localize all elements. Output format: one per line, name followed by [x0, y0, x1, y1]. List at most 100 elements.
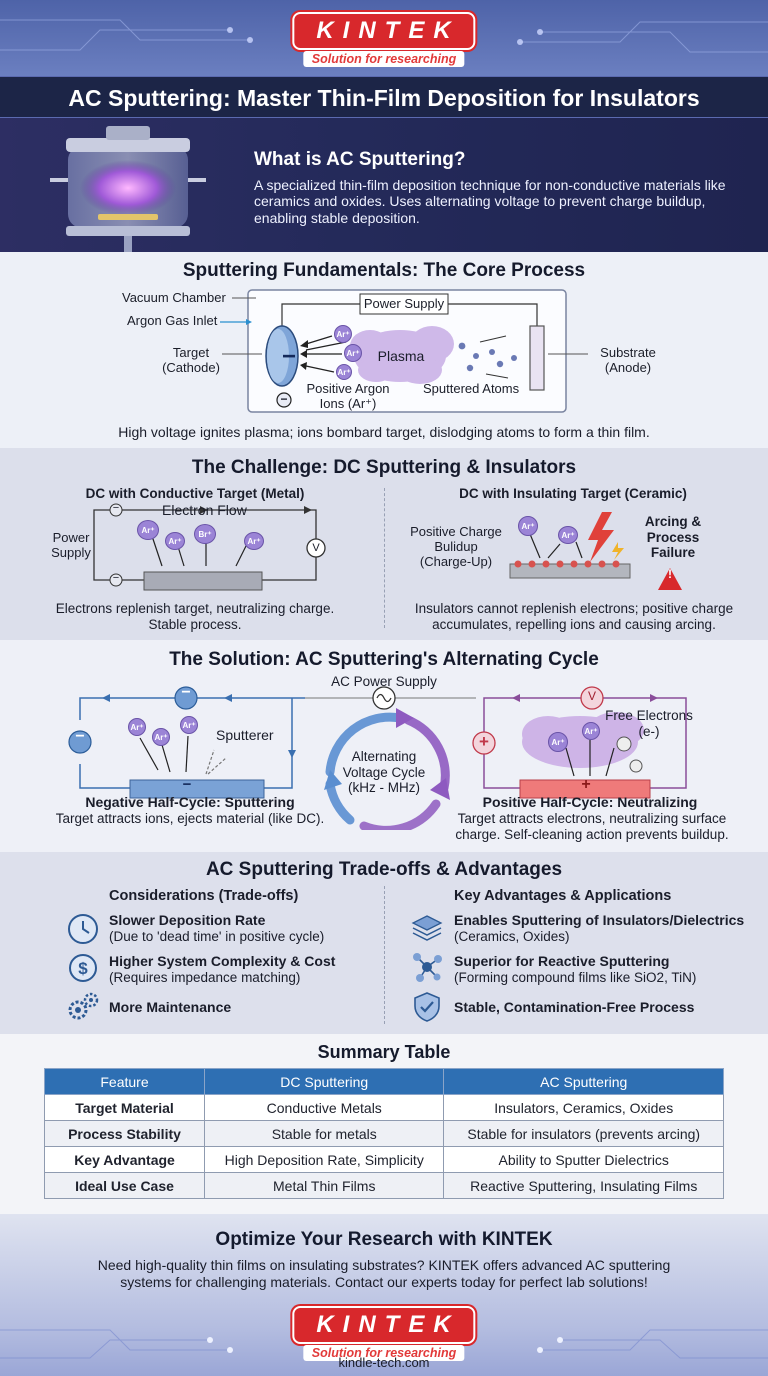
shield-check-icon — [414, 992, 440, 1022]
table-cell: Ability to Sputter Dielectrics — [443, 1146, 724, 1173]
label-plasma: Plasma — [377, 348, 425, 364]
table-cell: Stable for insulators (prevents arcing) — [443, 1120, 724, 1147]
minus-terminal: − — [112, 572, 120, 584]
arcing-label: Arcing & Process Failure — [644, 514, 702, 561]
summary-table: Feature DC Sputtering AC Sputtering Targ… — [44, 1068, 724, 1199]
circuit-pattern-icon — [0, 19, 768, 53]
solution-right-caption: Target attracts electrons, neutralizing … — [455, 811, 729, 842]
ion-circle: Ar⁺ — [548, 732, 568, 752]
solution-left-heading: Negative Half-Cycle: Sputtering — [85, 794, 295, 810]
table-cell: Conductive Metals — [203, 1094, 445, 1121]
dollar-icon: $ — [69, 954, 97, 982]
ion-circle: Br⁺ — [194, 524, 216, 544]
con-sub: (Requires impedance matching) — [109, 970, 301, 985]
target-minus-sign: − — [281, 343, 296, 370]
voltmeter-icon: V — [312, 542, 320, 554]
ion-circle: Ar⁺ — [137, 520, 159, 540]
table-cell: Stable for metals — [203, 1120, 445, 1147]
table-cell: Ideal Use Case — [44, 1172, 205, 1199]
sputterer-label: Sputterer — [216, 727, 274, 743]
ion-circle: Ar⁺ — [180, 716, 198, 734]
footer-circuit-pattern-icon — [0, 1329, 768, 1359]
small-minus-sign: − — [280, 392, 288, 406]
target-minus-sign: − — [182, 776, 192, 793]
fundamentals-title: Sputtering Fundamentals: The Core Proces… — [182, 260, 586, 281]
ion-circle: Ar⁺ — [336, 364, 352, 380]
label-positive-ions: Positive Argon Ions (Ar⁺) — [306, 381, 390, 411]
intro-heading: What is AC Sputtering? — [254, 149, 466, 170]
cons-heading: Considerations (Trade-offs) — [109, 888, 299, 904]
label-sputtered-atoms: Sputtered Atoms — [423, 381, 520, 396]
tradeoffs-divider — [384, 886, 385, 1024]
cta-title: Optimize Your Research with KINTEK — [215, 1229, 553, 1250]
layers-icon — [411, 915, 443, 941]
table-cell: Target Material — [44, 1094, 205, 1121]
ac-minus-sign: − — [75, 728, 85, 745]
summary-title: Summary Table — [317, 1042, 451, 1062]
logo-slogan: Solution for researching — [303, 51, 465, 67]
label-vacuum-chamber: Vacuum Chamber — [122, 290, 226, 305]
voltmeter-icon: V — [587, 689, 596, 703]
table-cell: Process Stability — [44, 1120, 205, 1147]
pro-sub: (Ceramics, Oxides) — [454, 929, 570, 944]
gears-icon — [68, 992, 99, 1020]
ion-circle: Ar⁺ — [128, 718, 146, 736]
power-supply-label: Power Supply — [51, 530, 91, 560]
table-row: Process Stability Stable for metals Stab… — [44, 1120, 724, 1147]
con-sub: (Due to 'dead time' in positive cycle) — [109, 929, 325, 944]
ion-circle: Ar⁺ — [165, 532, 185, 550]
dc-comparison-diagram — [93, 503, 682, 591]
table-header: AC Sputtering — [443, 1068, 724, 1095]
pros-heading: Key Advantages & Applications — [454, 888, 672, 904]
solution-right-heading: Positive Half-Cycle: Neutralizing — [482, 794, 698, 810]
solution-left-caption: Target attracts ions, ejects material (l… — [55, 811, 325, 826]
ac-minus-sign: − — [181, 684, 191, 701]
pro-title: Superior for Reactive Sputtering — [454, 953, 670, 969]
challenge-left-heading: DC with Conductive Target (Metal) — [85, 486, 305, 501]
tradeoffs-title: AC Sputtering Trade-offs & Advantages — [205, 859, 563, 880]
kintek-logo[interactable]: KINTEK Solution for researching — [292, 12, 476, 68]
ion-circle: Ar⁺ — [244, 532, 264, 550]
con-title: More Maintenance — [109, 999, 232, 1015]
logo-badge: KINTEK — [292, 1306, 476, 1344]
challenge-divider — [384, 488, 385, 628]
warning-exclamation: ! — [668, 567, 672, 581]
ac-cycle-diagram — [68, 686, 687, 830]
challenge-left-caption: Electrons replenish target, neutralizing… — [55, 601, 335, 632]
challenge-right-heading: DC with Insulating Target (Ceramic) — [459, 486, 687, 501]
table-cell: Key Advantage — [44, 1146, 205, 1173]
table-row: Key Advantage High Deposition Rate, Simp… — [44, 1146, 724, 1173]
molecule-icon — [413, 953, 442, 982]
pro-sub: (Forming compound films like SiO2, TiN) — [454, 970, 697, 985]
table-cell: High Deposition Rate, Simplicity — [203, 1146, 445, 1173]
website-link[interactable]: kindle-tech.com — [338, 1355, 430, 1370]
table-cell: Metal Thin Films — [203, 1172, 445, 1199]
con-title: Higher System Complexity & Cost — [109, 953, 336, 969]
page-title: AC Sputtering: Master Thin-Film Depositi… — [68, 85, 700, 111]
pro-title: Stable, Contamination-Free Process — [454, 999, 695, 1015]
table-header: Feature — [44, 1068, 205, 1095]
table-cell: Insulators, Ceramics, Oxides — [443, 1094, 724, 1121]
table-header: DC Sputtering — [203, 1068, 445, 1095]
ion-circle: Ar⁺ — [334, 325, 352, 343]
ion-circle: Ar⁺ — [152, 728, 170, 746]
free-electrons-label: Free Electrons (e-) — [605, 708, 693, 739]
label-power-supply: Power Supply — [363, 296, 445, 311]
ion-circle: Ar⁺ — [518, 516, 538, 536]
pro-title: Enables Sputtering of Insulators/Dielect… — [454, 912, 745, 928]
ac-power-label: AC Power Supply — [331, 674, 437, 689]
sputtering-diagram — [220, 289, 588, 413]
target-plus-sign: + — [581, 776, 591, 793]
logo-badge: KINTEK — [292, 12, 476, 50]
solution-title: The Solution: AC Sputtering's Alternatin… — [169, 649, 599, 670]
table-row: Target Material Conductive Metals Insula… — [44, 1094, 724, 1121]
fundamentals-caption: High voltage ignites plasma; ions bombar… — [118, 424, 650, 440]
table-row: Ideal Use Case Metal Thin Films Reactive… — [44, 1172, 724, 1199]
ion-circle: Ar⁺ — [558, 526, 578, 544]
clock-icon — [68, 914, 98, 944]
ac-plus-sign: + — [479, 732, 489, 751]
label-target: Target (Cathode) — [162, 345, 220, 375]
label-substrate: Substrate (Anode) — [600, 345, 656, 375]
footer-kintek-logo[interactable]: KINTEK Solution for researching — [292, 1306, 476, 1362]
cta-body: Need high-quality thin films on insulati… — [97, 1257, 671, 1290]
